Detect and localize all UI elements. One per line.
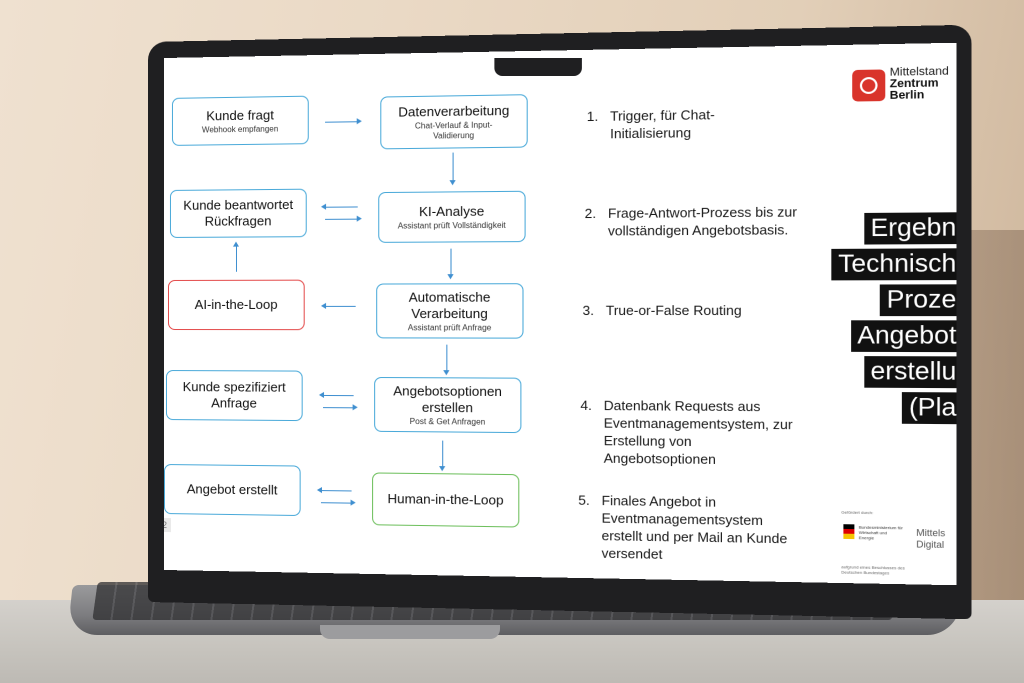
ministry-label: Bundesministerium für Wirtschaft und Ene… xyxy=(859,524,903,540)
title-line: Proze xyxy=(880,284,956,316)
step-4: 4. Datenbank Requests aus Eventmanagemen… xyxy=(580,397,795,398)
node-human-in-the-loop: Human-in-the-Loop xyxy=(372,472,519,527)
step-text: Finales Angebot in Eventmanagementsystem… xyxy=(602,492,791,566)
logo-text: Mittelstand Zentrum Berlin xyxy=(890,66,949,102)
node-automatische-verarbeitung: Automatische Verarbeitung Assistant prüf… xyxy=(376,283,523,338)
step-number: 1. xyxy=(587,107,598,125)
logo-line: Digital xyxy=(916,539,945,551)
step-number: 4. xyxy=(580,397,591,415)
circuit-logo-icon xyxy=(852,69,885,101)
node-angebotsoptionen: Angebotsoptionen erstellen Post & Get An… xyxy=(374,377,521,433)
arrow-left xyxy=(325,306,356,307)
page-number: 2 xyxy=(164,518,171,532)
title-line: Ergebn xyxy=(864,212,956,244)
title-line: (Pla xyxy=(902,392,956,424)
title-line: erstellu xyxy=(864,356,956,388)
step-number: 5. xyxy=(578,491,589,509)
node-kunde-beantwortet: Kunde beantwortet Rückfragen xyxy=(170,189,307,238)
laptop-screen: Kunde fragt Webhook empfangen Kunde bean… xyxy=(164,43,956,585)
arrow-down xyxy=(442,441,443,468)
laptop-trackpad-lip xyxy=(320,625,500,639)
node-subtitle: Webhook empfangen xyxy=(202,124,278,135)
node-datenverarbeitung: Datenverarbeitung Chat-Verlauf & Input-V… xyxy=(380,94,527,149)
arrow-up xyxy=(236,246,237,272)
arrow-down xyxy=(446,345,447,372)
title-line: Technisch xyxy=(832,248,957,280)
node-title: Kunde beantwortet Rückfragen xyxy=(175,197,302,230)
step-5: 5. Finales Angebot in Eventmanagementsys… xyxy=(578,491,793,494)
node-subtitle: Assistant prüft Anfrage xyxy=(408,323,492,333)
federal-eagle-icon xyxy=(843,524,854,539)
arrow-left xyxy=(325,206,358,207)
funding-label: Gefördert durch: xyxy=(841,509,873,515)
node-kunde-fragt: Kunde fragt Webhook empfangen xyxy=(172,96,309,146)
node-ai-in-the-loop: AI-in-the-Loop xyxy=(168,280,305,331)
node-subtitle: Chat-Verlauf & Input-Validierung xyxy=(402,120,506,142)
node-title: AI-in-the-Loop xyxy=(195,297,278,313)
arrow-left xyxy=(321,490,352,492)
step-number: 2. xyxy=(585,205,596,223)
arrow-left xyxy=(323,395,354,396)
step-2: 2. Frage-Antwort-Prozess bis zur vollstä… xyxy=(585,203,800,205)
node-subtitle: Assistant prüft Vollständigkeit xyxy=(398,220,506,231)
arrow-right xyxy=(321,502,352,504)
camera-notch xyxy=(494,58,582,76)
node-title: Automatische Verarbeitung xyxy=(398,289,502,322)
arrow-down xyxy=(453,153,454,182)
node-title: Human-in-the-Loop xyxy=(387,491,503,509)
node-title: KI-Analyse xyxy=(419,203,484,220)
arrow-right xyxy=(325,121,358,123)
step-1: 1. Trigger, für Chat-Initialisierung xyxy=(587,105,769,108)
step-text: Frage-Antwort-Prozess bis zur vollständi… xyxy=(608,203,797,240)
brand-logo: Mittelstand Zentrum Berlin xyxy=(852,66,949,102)
title-line: Angebot xyxy=(851,320,957,352)
node-title: Kunde spezifiziert Anfrage xyxy=(171,379,298,412)
node-title: Angebot erstellt xyxy=(187,481,278,498)
logo-line: Mittels xyxy=(916,527,945,539)
logo-line: Berlin xyxy=(890,90,949,103)
node-ki-analyse: KI-Analyse Assistant prüft Vollständigke… xyxy=(378,191,525,243)
step-number: 3. xyxy=(583,302,594,320)
arrow-down xyxy=(450,249,451,276)
node-angebot-erstellt: Angebot erstellt xyxy=(164,464,301,516)
node-title: Angebotsoptionen erstellen xyxy=(385,383,509,416)
arrow-right xyxy=(325,219,358,220)
node-kunde-spezifiziert: Kunde spezifiziert Anfrage xyxy=(166,370,303,421)
node-subtitle: Post & Get Anfragen xyxy=(410,416,486,427)
mittelstand-digital-logo: Mittels Digital xyxy=(916,527,945,551)
step-text: Datenbank Requests aus Eventmanagementsy… xyxy=(604,397,793,469)
node-title: Datenverarbeitung xyxy=(398,102,509,120)
slide-title: Ergebn Technisch Proze Angebot erstellu … xyxy=(832,212,956,428)
node-title: Kunde fragt xyxy=(206,107,274,124)
beschluss-label: aufgrund eines Beschlusses des Deutschen… xyxy=(841,564,907,576)
step-text: Trigger, für Chat-Initialisierung xyxy=(610,105,749,142)
arrow-right xyxy=(323,407,354,408)
step-text: True-or-False Routing xyxy=(606,301,795,319)
